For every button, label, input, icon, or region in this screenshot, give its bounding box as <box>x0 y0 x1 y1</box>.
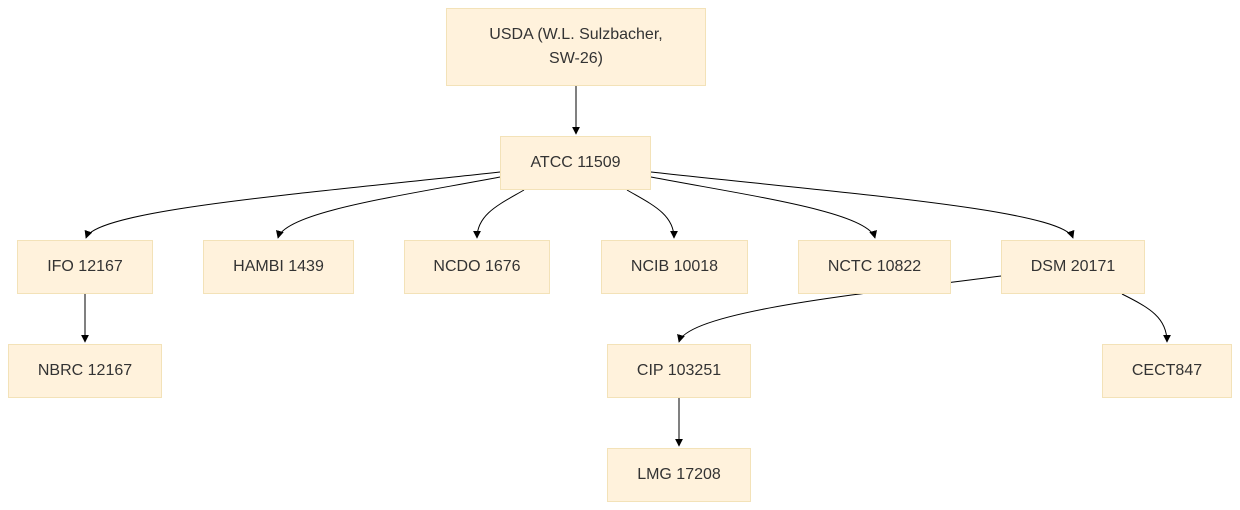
node-lmg: LMG 17208 <box>607 448 751 502</box>
edge-atcc-ifo <box>84 171 501 239</box>
node-nbrc-label: NBRC 12167 <box>37 362 133 379</box>
node-dsm: DSM 20171 <box>1001 240 1145 294</box>
node-ncdo: NCDO 1676 <box>404 240 550 294</box>
node-nbrc: NBRC 12167 <box>8 344 162 398</box>
node-hambi-label: HAMBI 1439 <box>233 258 324 275</box>
node-cip: CIP 103251 <box>607 344 751 398</box>
edge-atcc-nctc <box>650 176 877 239</box>
node-ncdo-label: NCDO 1676 <box>433 258 521 275</box>
node-cect-label: CECT847 <box>1131 362 1203 379</box>
node-usda-label-line2: SW-26) <box>549 50 603 67</box>
node-cect: CECT847 <box>1102 344 1232 398</box>
node-ifo-label: IFO 12167 <box>47 258 123 275</box>
node-nctc-label: NCTC 10822 <box>827 258 922 275</box>
node-ncib-label: NCIB 10018 <box>630 258 719 275</box>
node-nctc: NCTC 10822 <box>798 240 951 294</box>
node-usda: USDA (W.L. Sulzbacher, SW-26) <box>446 8 706 86</box>
node-ifo: IFO 12167 <box>17 240 153 294</box>
edge-atcc-ncdo <box>473 189 525 239</box>
node-atcc-label: ATCC 11509 <box>530 154 621 171</box>
node-cip-label: CIP 103251 <box>636 362 722 379</box>
edge-dsm-cect <box>1121 293 1171 343</box>
node-atcc: ATCC 11509 <box>500 136 651 190</box>
node-lmg-label: LMG 17208 <box>637 466 721 483</box>
edge-atcc-hambi <box>276 176 501 239</box>
node-hambi: HAMBI 1439 <box>203 240 354 294</box>
node-ncib: NCIB 10018 <box>601 240 748 294</box>
edge-atcc-ncib <box>626 189 678 239</box>
node-dsm-label: DSM 20171 <box>1030 258 1116 275</box>
node-usda-label-line1: USDA (W.L. Sulzbacher, <box>489 26 663 43</box>
edge-atcc-dsm <box>650 171 1075 239</box>
